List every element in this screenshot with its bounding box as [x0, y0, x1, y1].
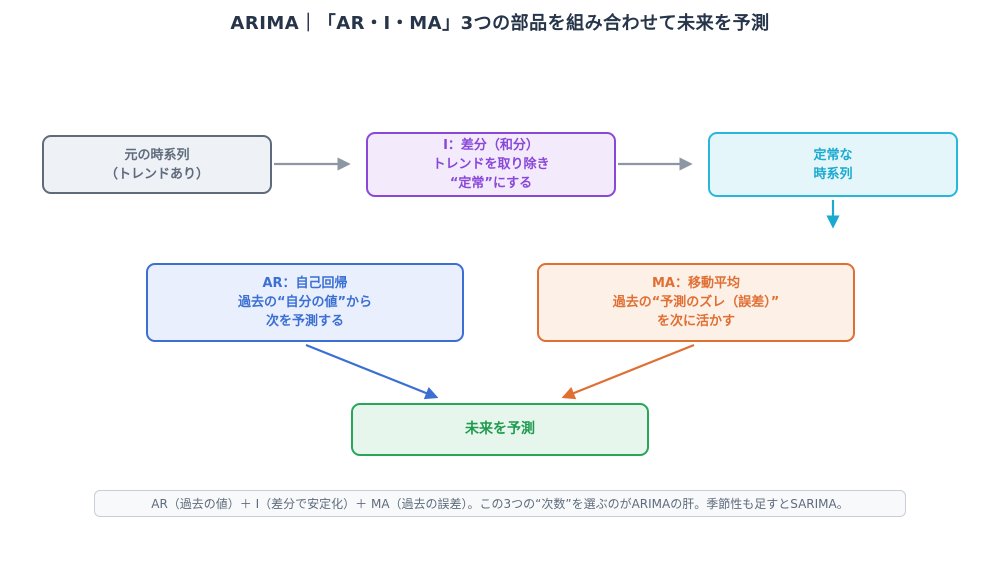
node-differencing-line-2: トレンドを取り除き: [432, 157, 550, 172]
node-stationary-line-2: 時系列: [813, 166, 853, 182]
node-moving-average: MA：移動平均 過去の“予測のズレ（誤差）” を次に活かす: [537, 263, 855, 342]
node-forecast: 未来を予測: [351, 403, 649, 456]
node-differencing-line-3: “定常”にする: [449, 176, 533, 191]
node-autoregression: AR：自己回帰 過去の“自分の値”から 次を予測する: [146, 263, 464, 342]
node-ma-line-1: MA：移動平均: [652, 276, 740, 291]
node-ma-line-3: を次に活かす: [656, 314, 735, 329]
node-source-line-2: （トレンドあり）: [104, 166, 209, 182]
node-ar-line-2: 過去の“自分の値”から: [237, 295, 373, 310]
node-differencing: I：差分（和分） トレンドを取り除き “定常”にする: [366, 132, 616, 197]
node-ma-line-2: 過去の“予測のズレ（誤差）”: [612, 295, 780, 310]
diagram-title: ARIMA｜「AR・I・MA」3つの部品を組み合わせて未来を予測: [230, 13, 770, 34]
node-source-series: 元の時系列 （トレンドあり）: [42, 135, 272, 194]
node-stationary-line-1: 定常な: [813, 147, 853, 163]
arrow-ar-to-forecast: [305, 343, 439, 400]
node-source-line-1: 元の時系列: [124, 147, 190, 163]
node-forecast-line-1: 未来を予測: [465, 421, 535, 437]
node-ar-line-3: 次を予測する: [265, 314, 344, 329]
node-stationary-series: 定常な 時系列: [708, 132, 958, 197]
arrow-ma-to-forecast: [561, 343, 695, 400]
node-ar-line-1: AR：自己回帰: [262, 276, 348, 291]
summary-note: AR（過去の値）＋ I（差分で安定化）＋ MA（過去の誤差）。この3つの“次数”…: [94, 490, 906, 517]
node-differencing-line-1: I：差分（和分）: [443, 138, 539, 153]
